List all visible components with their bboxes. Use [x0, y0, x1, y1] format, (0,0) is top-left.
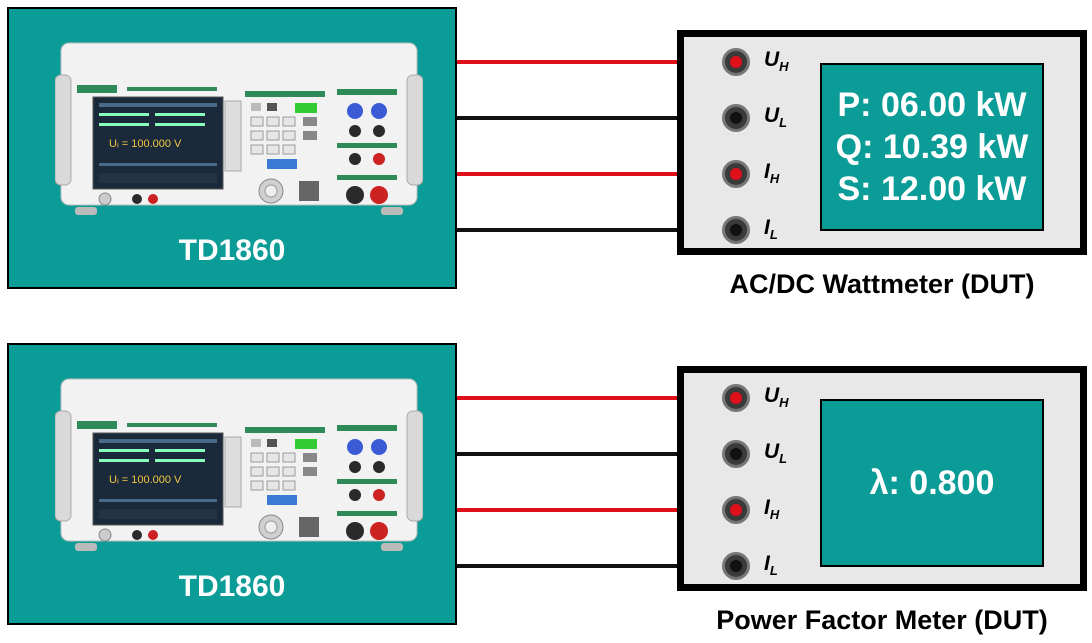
terminal-il: [722, 552, 750, 580]
terminal-letter: U: [764, 384, 780, 407]
td1860-instrument-image: Uᵢ = 100.000 V: [54, 35, 424, 225]
terminal-uh: [722, 384, 750, 412]
display-reading: λ: 0.800: [869, 464, 995, 502]
high-wire: [457, 396, 737, 400]
terminal-ih: [722, 160, 750, 188]
low-wire: [457, 452, 737, 456]
terminal-letter: U: [764, 440, 780, 463]
high-wire: [457, 172, 737, 176]
display-reading: P: 06.00 kW: [837, 86, 1027, 124]
svg-text:Uᵢ = 100.000 V: Uᵢ = 100.000 V: [109, 474, 182, 486]
terminal-subscript: H: [769, 507, 780, 523]
terminal-letter: I: [764, 552, 770, 575]
terminal-label: UH: [764, 48, 789, 74]
terminal-subscript: L: [779, 115, 788, 131]
svg-text:Uᵢ = 100.000 V: Uᵢ = 100.000 V: [109, 138, 182, 150]
terminal-label: UH: [764, 384, 789, 410]
terminal-core: [730, 392, 742, 404]
low-wire: [457, 116, 737, 120]
terminal-label: UL: [764, 440, 787, 466]
terminal-subscript: L: [769, 563, 778, 579]
source-panel: Uᵢ = 100.000 V: [7, 7, 457, 289]
source-panel: Uᵢ = 100.000 V: [7, 343, 457, 625]
dut-display: λ: 0.800: [820, 399, 1044, 567]
dut-title: Power Factor Meter (DUT): [716, 605, 1048, 635]
terminal-core: [730, 224, 742, 236]
terminal-ul: [722, 440, 750, 468]
terminal-label: IL: [764, 216, 778, 242]
terminal-core: [730, 168, 742, 180]
source-label: TD1860: [178, 570, 286, 603]
dut-title: AC/DC Wattmeter (DUT): [729, 269, 1035, 299]
terminal-label: IH: [764, 160, 779, 186]
terminal-letter: U: [764, 104, 780, 127]
terminal-letter: I: [764, 160, 770, 183]
display-reading: S: 12.00 kW: [837, 170, 1027, 208]
terminal-label: UL: [764, 104, 787, 130]
terminal-label: IL: [764, 552, 778, 578]
terminal-subscript: H: [779, 395, 789, 411]
dut-display: P: 06.00 kW Q: 10.39 kW S: 12.00 kW: [820, 63, 1044, 231]
terminal-subscript: L: [769, 227, 778, 243]
terminal-uh: [722, 48, 750, 76]
high-wire: [457, 60, 737, 64]
high-wire: [457, 508, 737, 512]
low-wire: [457, 228, 737, 232]
td1860-instrument-image: Uᵢ = 100.000 V: [54, 371, 424, 561]
low-wire: [457, 564, 737, 568]
source-label: TD1860: [178, 234, 286, 267]
display-reading: Q: 10.39 kW: [835, 128, 1029, 166]
terminal-core: [730, 112, 742, 124]
terminal-core: [730, 504, 742, 516]
terminal-letter: I: [764, 216, 770, 239]
terminal-core: [730, 56, 742, 68]
terminal-letter: I: [764, 496, 770, 519]
terminal-il: [722, 216, 750, 244]
terminal-ih: [722, 496, 750, 524]
terminal-subscript: H: [769, 171, 780, 187]
terminal-subscript: H: [779, 59, 789, 75]
terminal-core: [730, 448, 742, 460]
terminal-letter: U: [764, 48, 780, 71]
terminal-core: [730, 560, 742, 572]
terminal-label: IH: [764, 496, 779, 522]
terminal-subscript: L: [779, 451, 788, 467]
terminal-ul: [722, 104, 750, 132]
